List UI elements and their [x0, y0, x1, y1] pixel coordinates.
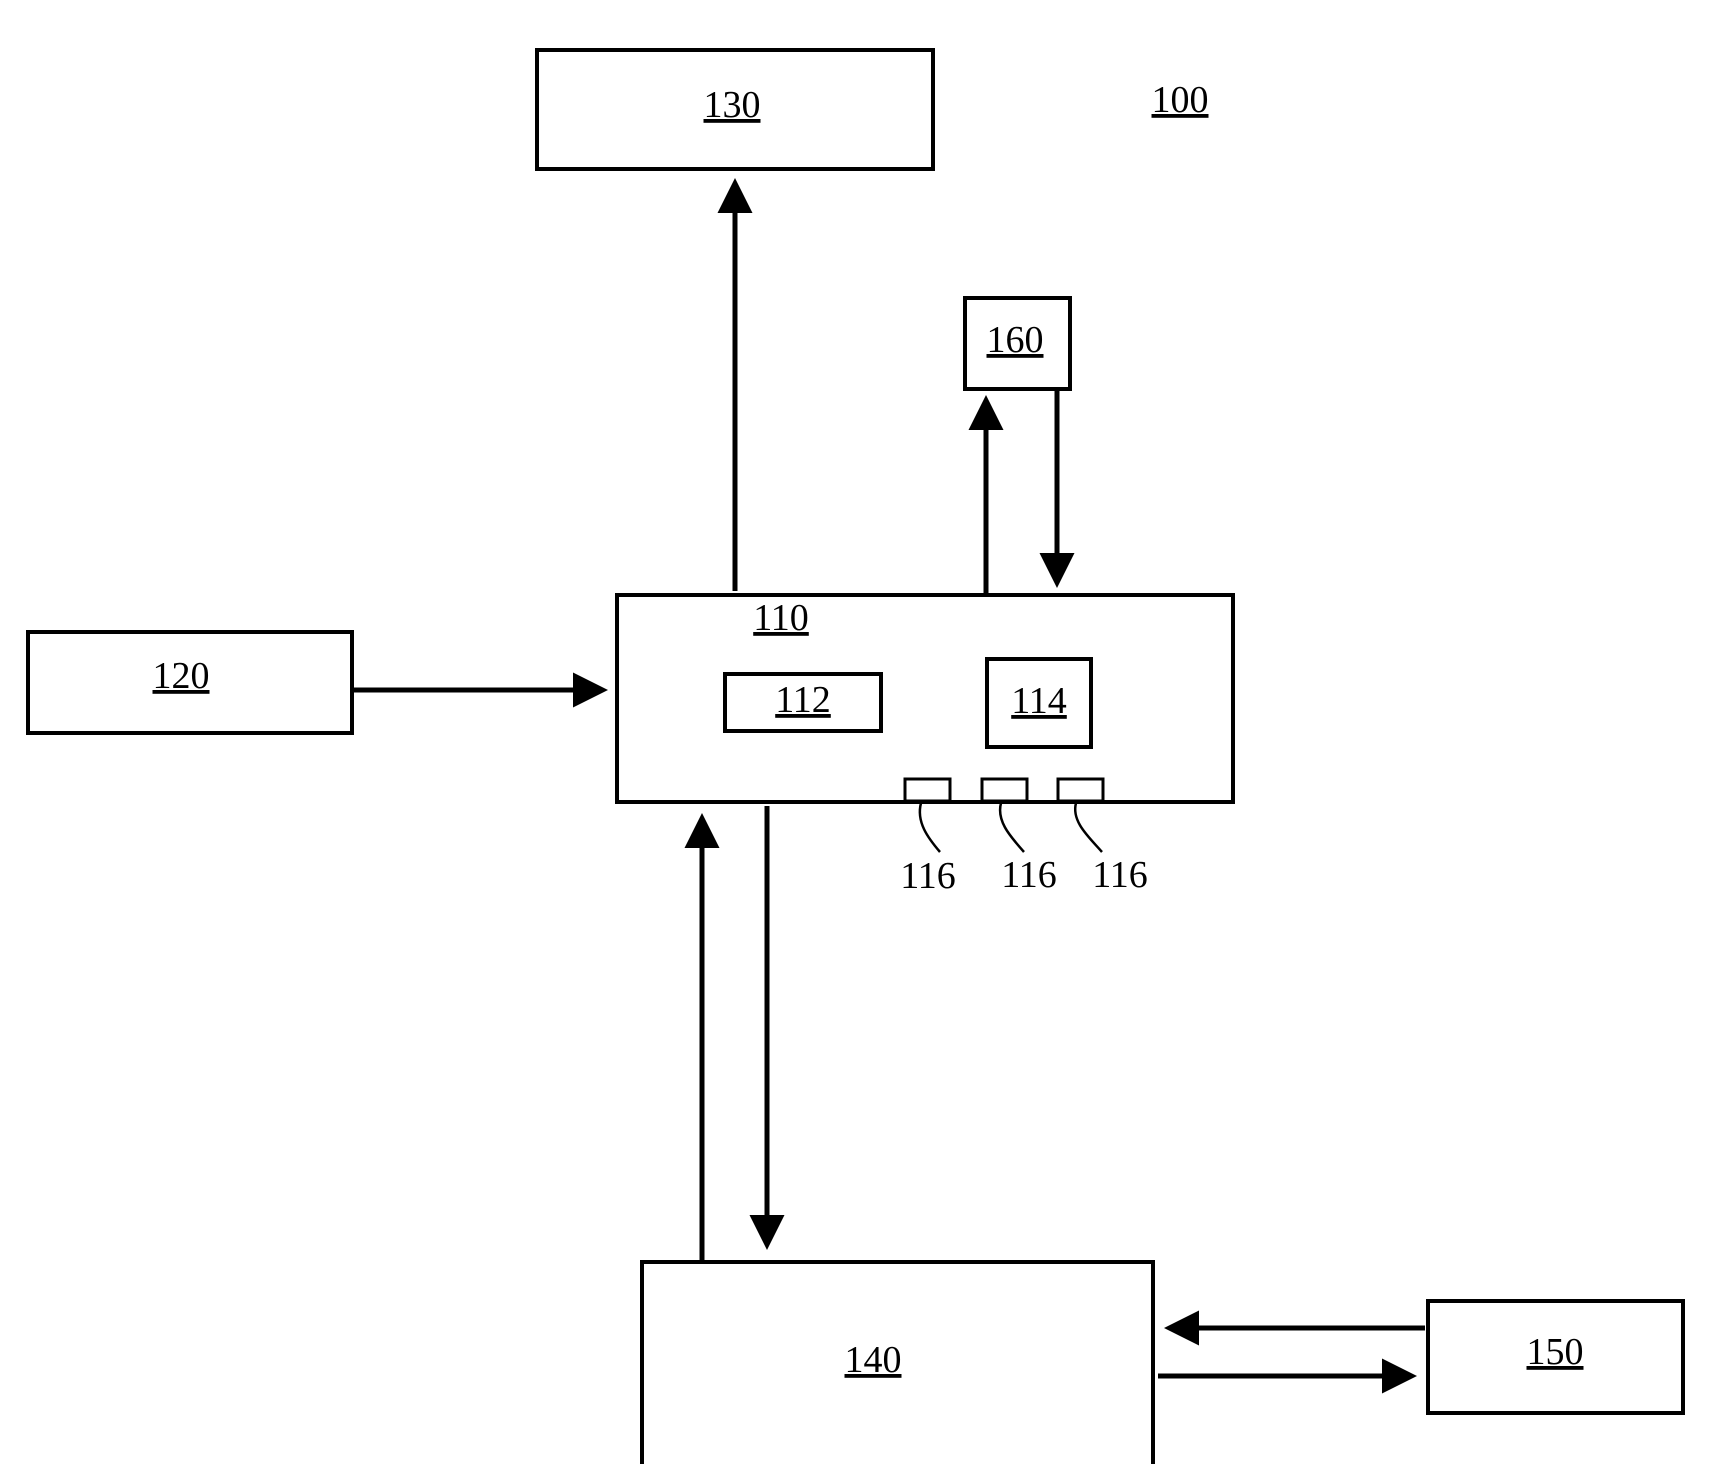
port-116-c-label: 116 [1092, 854, 1148, 896]
figure-ref-label: 100 [1152, 79, 1209, 121]
port-116-c-leader [1075, 803, 1102, 852]
port-116-b [982, 779, 1027, 801]
port-116-b-label: 116 [1001, 854, 1057, 896]
block-160-label: 160 [987, 319, 1044, 361]
block-140-label: 140 [845, 1339, 902, 1381]
block-130-label: 130 [704, 84, 761, 126]
port-116-a [905, 779, 950, 801]
block-110 [617, 595, 1233, 802]
block-112-label: 112 [775, 679, 831, 721]
port-116-b-leader [1000, 803, 1024, 852]
port-116-c [1058, 779, 1103, 801]
block-110-label: 110 [753, 597, 809, 639]
port-116-a-label: 116 [900, 855, 956, 897]
block-120-label: 120 [153, 655, 210, 697]
port-116-a-leader [920, 803, 940, 852]
block-114-label: 114 [1011, 680, 1067, 722]
block-150-label: 150 [1527, 1331, 1584, 1373]
